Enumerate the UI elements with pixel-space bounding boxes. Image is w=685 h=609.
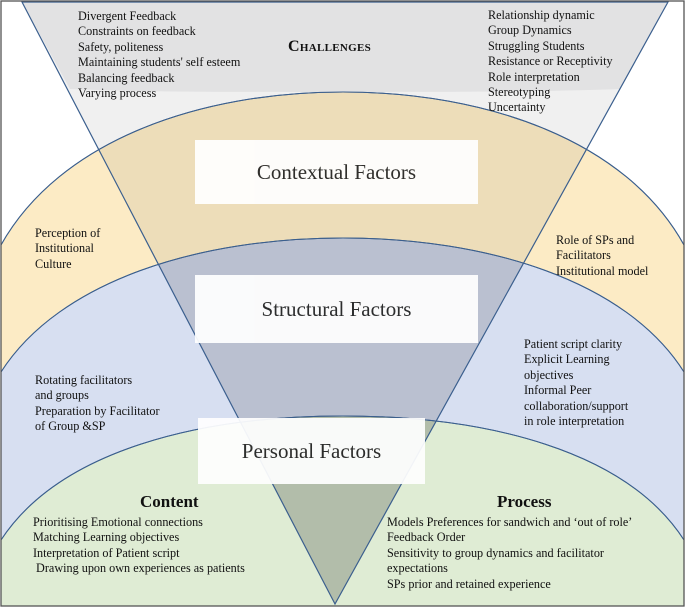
structural-factors-label: Structural Factors [195,275,478,343]
contextual-left-list: Perception of Institutional Culture [35,226,100,272]
list-item: Struggling Students [488,38,585,53]
challenges-left-list: Divergent Feedback Constraints on feedba… [78,9,240,101]
list-item: Feedback Order [387,530,466,545]
list-item: Constraints on feedback [78,24,196,39]
list-item: and groups [35,388,89,403]
list-item: Drawing upon own experiences as patients [33,561,245,576]
list-item: Interpretation of Patient script [33,545,180,560]
list-item: Relationship dynamic [488,8,595,22]
list-item: Balancing feedback [78,70,175,85]
personal-factors-label: Personal Factors [198,418,425,484]
list-item: Maintaining students' self esteem [78,55,241,70]
process-list: Models Preferences for sandwich and ‘out… [387,515,632,592]
list-item: Divergent Feedback [78,9,177,23]
list-item: Sensitivity to group dynamics and facili… [387,545,604,560]
list-item: of Group &SP [35,419,106,434]
triangle-outline [21,1,670,606]
list-item: Perception of [35,226,101,240]
challenges-region [22,2,668,92]
list-item: Stereotyping [488,85,551,100]
list-item: Informal Peer [524,383,592,398]
challenges-title: Challenges [288,38,372,55]
list-item: Safety, politeness [78,39,164,54]
list-item: expectations [387,561,448,576]
contextual-factors-label: Contextual Factors [195,140,478,204]
process-heading: Process [497,492,552,511]
list-item: Uncertainty [488,100,546,115]
list-item: Preparation by Facilitator [35,403,160,418]
content-heading: Content [140,492,199,511]
list-item: Rotating facilitators [35,373,133,387]
list-item: Group Dynamics [488,23,572,38]
list-item: Role interpretation [488,69,580,84]
contextual-right-list: Role of SPs and Facilitators Institution… [556,233,648,279]
structural-left-list: Rotating facilitators and groups Prepara… [35,373,160,435]
list-item: Patient script clarity [524,337,623,351]
list-item: Institutional [35,241,94,256]
list-item: Facilitators [556,248,611,263]
challenges-right-list: Relationship dynamic Group Dynamics Stru… [488,8,613,116]
list-item: Culture [35,256,72,271]
list-item: Varying process [78,86,157,101]
list-item: Role of SPs and [556,233,635,247]
list-item: Matching Learning objectives [33,530,180,545]
list-item: Explicit Learning [524,352,610,367]
list-item: Models Preferences for sandwich and ‘out… [387,515,633,529]
list-item: SPs prior and retained experience [387,576,551,591]
list-item: Resistance or Receptivity [488,54,613,69]
list-item: collaboration/support [524,398,629,413]
list-item: Institutional model [556,263,649,278]
list-item: in role interpretation [524,414,625,429]
list-item: Prioritising Emotional connections [33,515,203,529]
list-item: objectives [524,367,574,382]
content-list: Prioritising Emotional connections Match… [33,515,245,577]
structural-right-list: Patient script clarity Explicit Learning… [524,337,628,429]
